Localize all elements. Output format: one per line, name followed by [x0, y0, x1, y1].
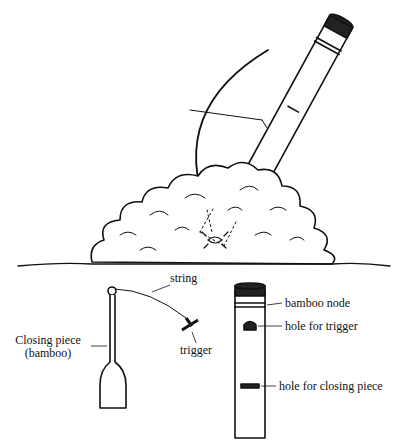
leader-line	[91, 346, 107, 347]
trigger-hole	[244, 322, 256, 331]
trigger-hole	[288, 106, 299, 112]
trap-string	[190, 110, 262, 120]
leader-line	[258, 303, 282, 386]
closing-hole	[241, 384, 259, 388]
trap-set	[18, 11, 390, 266]
tube-top	[324, 15, 353, 38]
bamboo-tube	[235, 290, 265, 438]
crab	[202, 232, 228, 248]
part-label: hole for closing piece	[279, 380, 397, 393]
part-label: trigger	[180, 344, 240, 357]
leader-line	[192, 332, 196, 343]
ground-line	[18, 263, 390, 266]
earth-mound	[91, 162, 334, 264]
mound-texture	[120, 186, 304, 250]
buried-tube	[200, 209, 236, 246]
part-label: string	[170, 272, 230, 285]
closing-piece-knob	[108, 287, 116, 295]
trigger-peg	[182, 318, 198, 330]
part-label: hole for trigger	[285, 320, 395, 333]
tube-node	[315, 38, 341, 55]
string-line	[115, 289, 186, 318]
tube-end	[235, 283, 265, 289]
trap-string	[262, 120, 267, 128]
parts-detail	[91, 283, 282, 438]
part-label: bamboo node	[285, 297, 395, 310]
part-label: Closing piece (bamboo)	[6, 334, 90, 360]
tube-node	[234, 303, 266, 307]
closing-piece	[100, 295, 126, 408]
leader-line	[152, 285, 170, 292]
buried-stick	[207, 210, 212, 232]
